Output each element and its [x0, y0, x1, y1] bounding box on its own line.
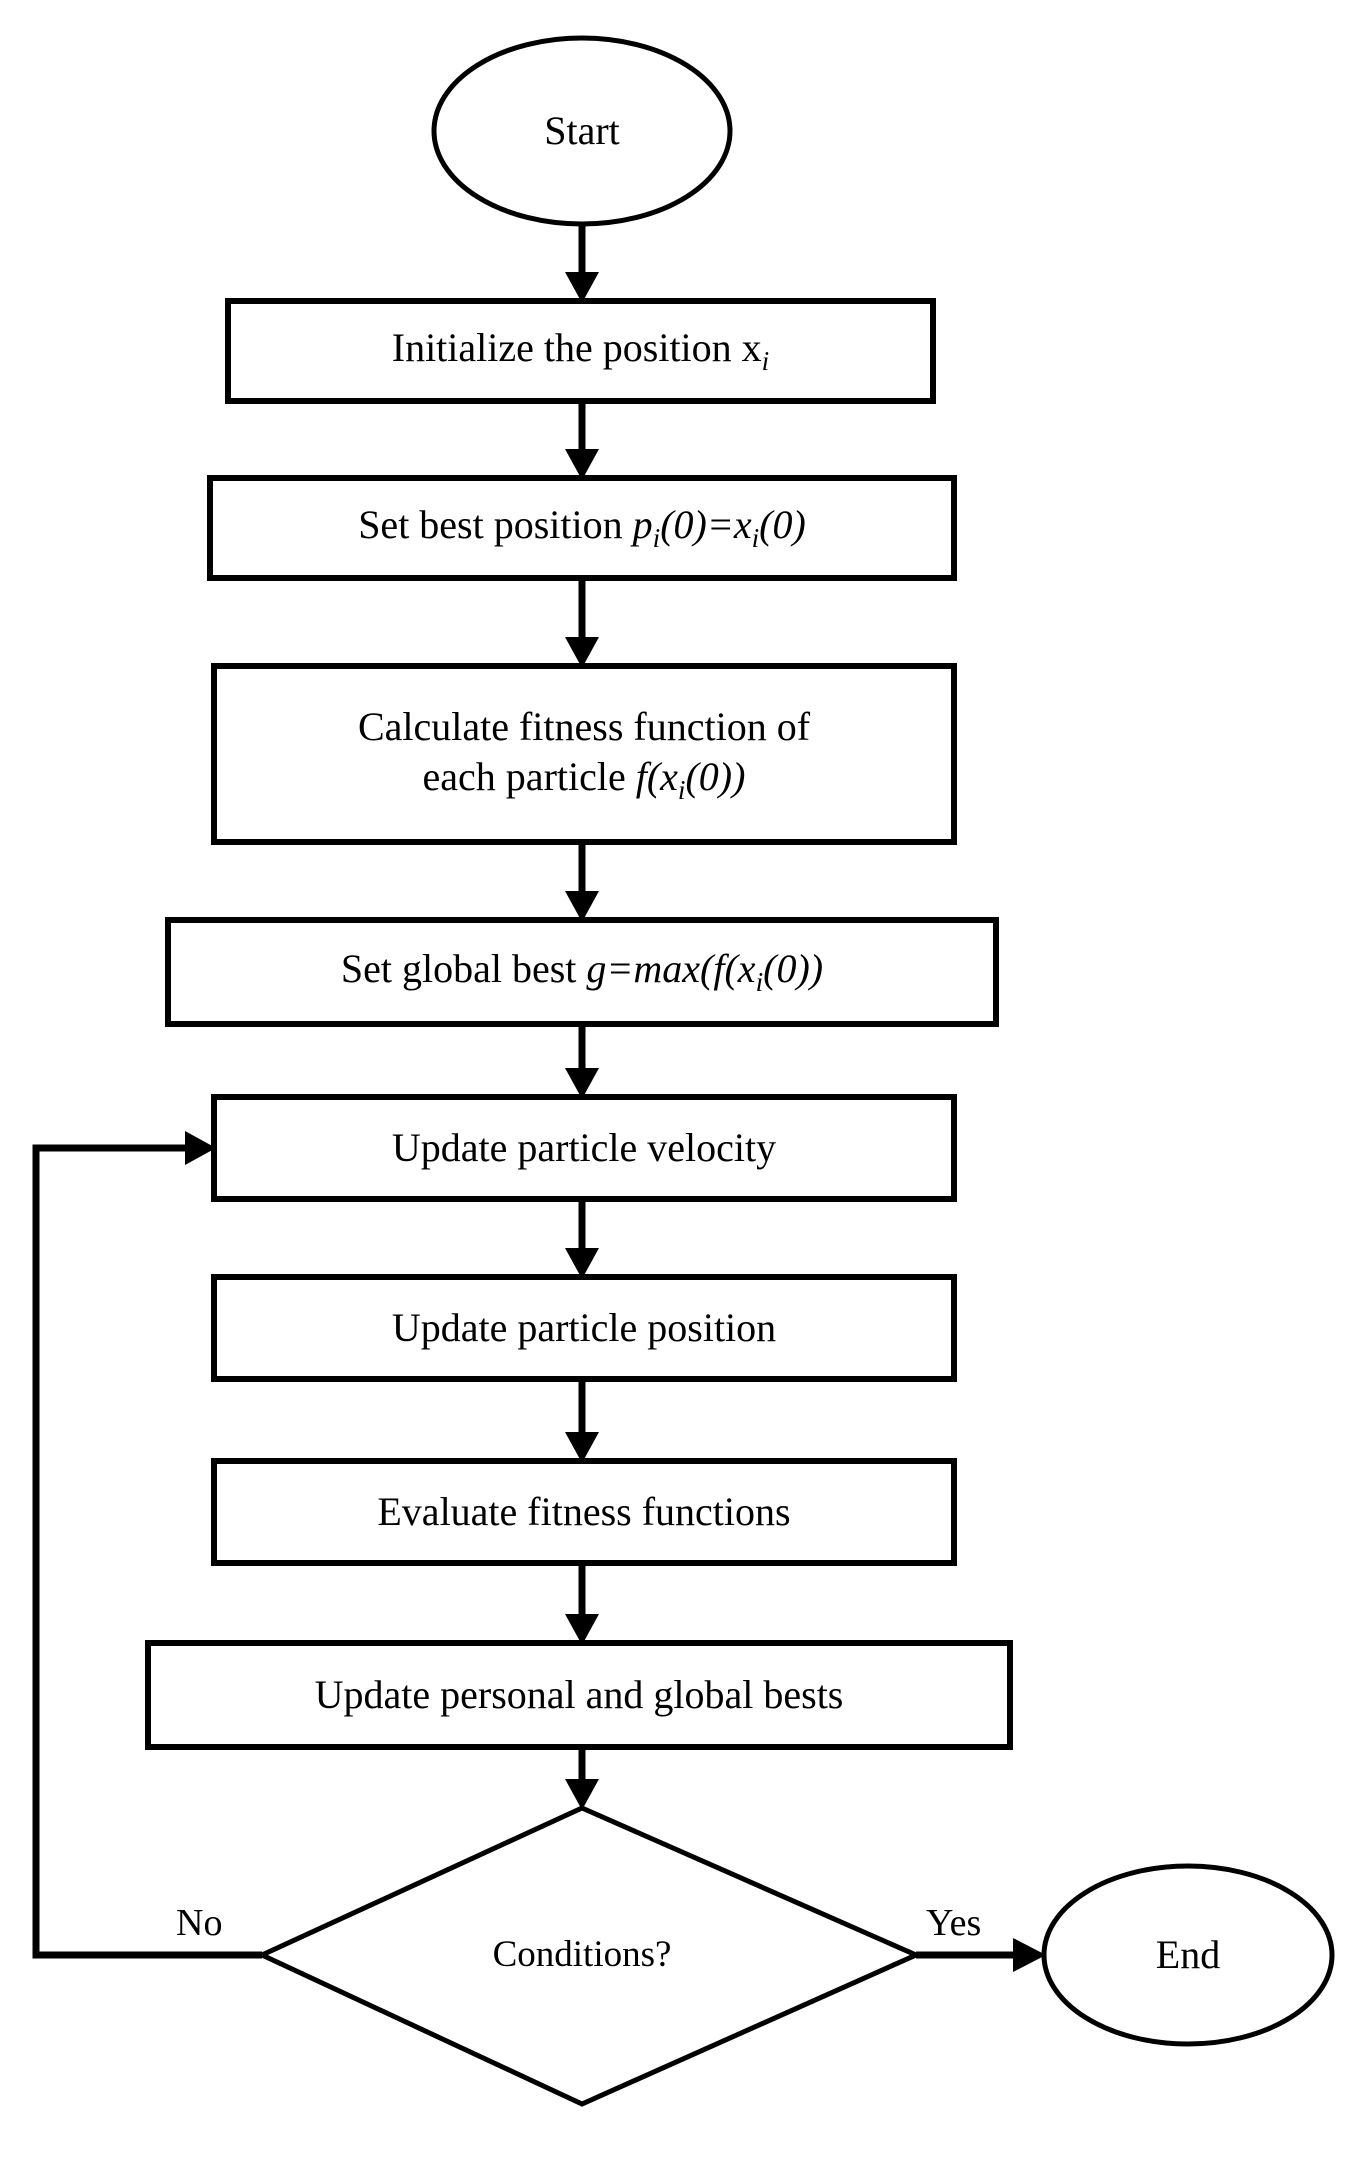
node-update-position-shape[interactable] — [211, 1274, 957, 1382]
edge-evaluate-fitness-to-update-bests — [565, 1563, 599, 1645]
edge-update-velocity-to-update-position — [565, 1199, 599, 1279]
edge-start-to-init-position — [565, 224, 599, 303]
node-set-best-position-shape[interactable] — [207, 475, 957, 581]
node-set-global-best-shape[interactable] — [165, 917, 999, 1027]
edge-set-best-position-to-calculate-fitness — [565, 578, 599, 668]
node-start-shape[interactable] — [431, 35, 733, 227]
edge-calculate-fitness-to-set-global-best — [565, 842, 599, 922]
edge-label-yes: Yes — [926, 1902, 982, 1944]
edge-update-position-to-evaluate-fitness — [565, 1379, 599, 1463]
edge-update-bests-to-conditions — [565, 1747, 599, 1810]
node-init-position-shape[interactable] — [225, 298, 936, 404]
node-update-velocity-shape[interactable] — [211, 1094, 957, 1202]
edge-conditions-to-update-velocity-no — [32, 1131, 262, 1959]
edge-init-position-to-set-best-position — [565, 401, 599, 480]
node-conditions-shape[interactable] — [256, 1805, 923, 2107]
edge-label-no: No — [176, 1902, 223, 1944]
edge-set-global-best-to-update-velocity — [565, 1024, 599, 1099]
edge-conditions-to-end-yes — [916, 1938, 1046, 1972]
node-evaluate-fitness-shape[interactable] — [211, 1458, 957, 1566]
node-end-shape[interactable] — [1041, 1863, 1335, 2047]
node-update-bests-shape[interactable] — [145, 1640, 1013, 1750]
node-calculate-fitness-shape[interactable] — [211, 663, 957, 845]
